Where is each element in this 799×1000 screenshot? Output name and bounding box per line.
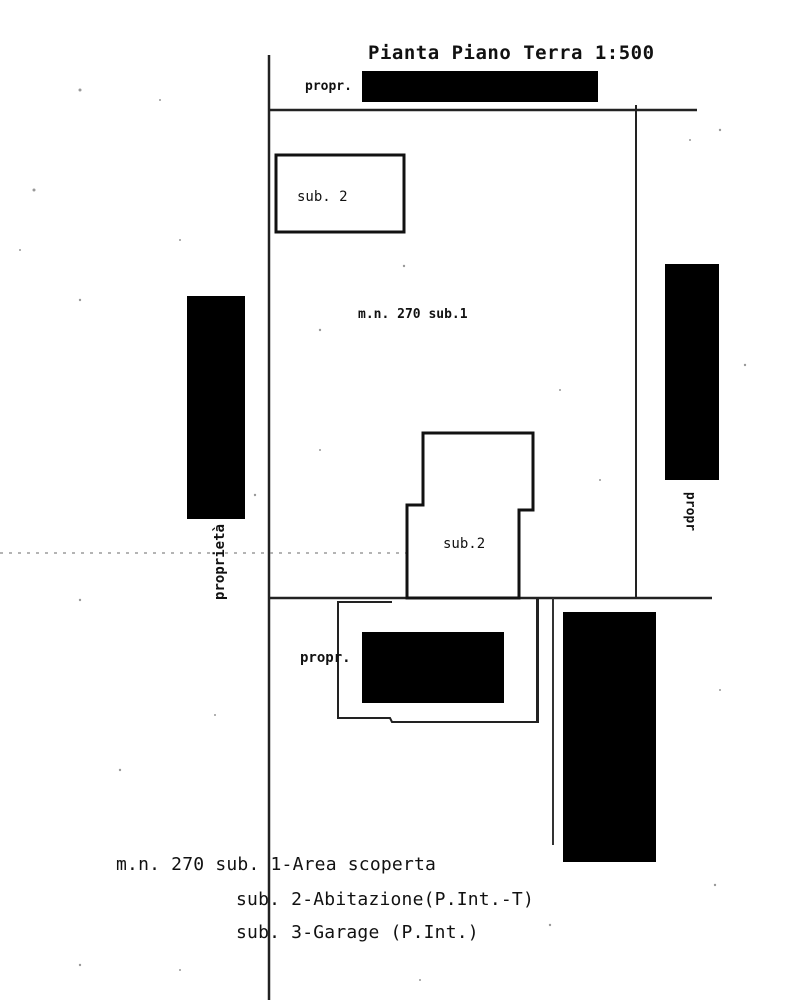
drawing-title: Pianta Piano Terra 1:500	[368, 42, 655, 64]
owner-label-right: propr	[682, 491, 698, 532]
legend-line-sub3: sub. 3-Garage (P.Int.)	[236, 922, 479, 943]
sub2-house-label: sub.2	[443, 536, 486, 552]
redaction-bottom	[362, 632, 504, 703]
parcel-label: m.n. 270 sub.1	[358, 307, 468, 322]
owner-label-top: propr.	[305, 79, 352, 94]
owner-label-left: proprietà	[212, 524, 228, 600]
legend-line-sub1: m.n. 270 sub. 1-Area scoperta	[116, 854, 437, 875]
sub2-annex-label: sub. 2	[297, 189, 348, 205]
sub2-annex-outline	[274, 153, 406, 234]
redaction-top	[362, 71, 598, 102]
redaction-bottom-right	[563, 612, 656, 862]
scan-noise	[19, 88, 747, 981]
redaction-right	[665, 264, 719, 480]
redaction-left	[187, 296, 245, 519]
legend-line-sub2: sub. 2-Abitazione(P.Int.-T)	[236, 889, 534, 910]
owner-label-bottom: propr.	[300, 650, 351, 666]
sub2-house-outline	[405, 431, 535, 600]
